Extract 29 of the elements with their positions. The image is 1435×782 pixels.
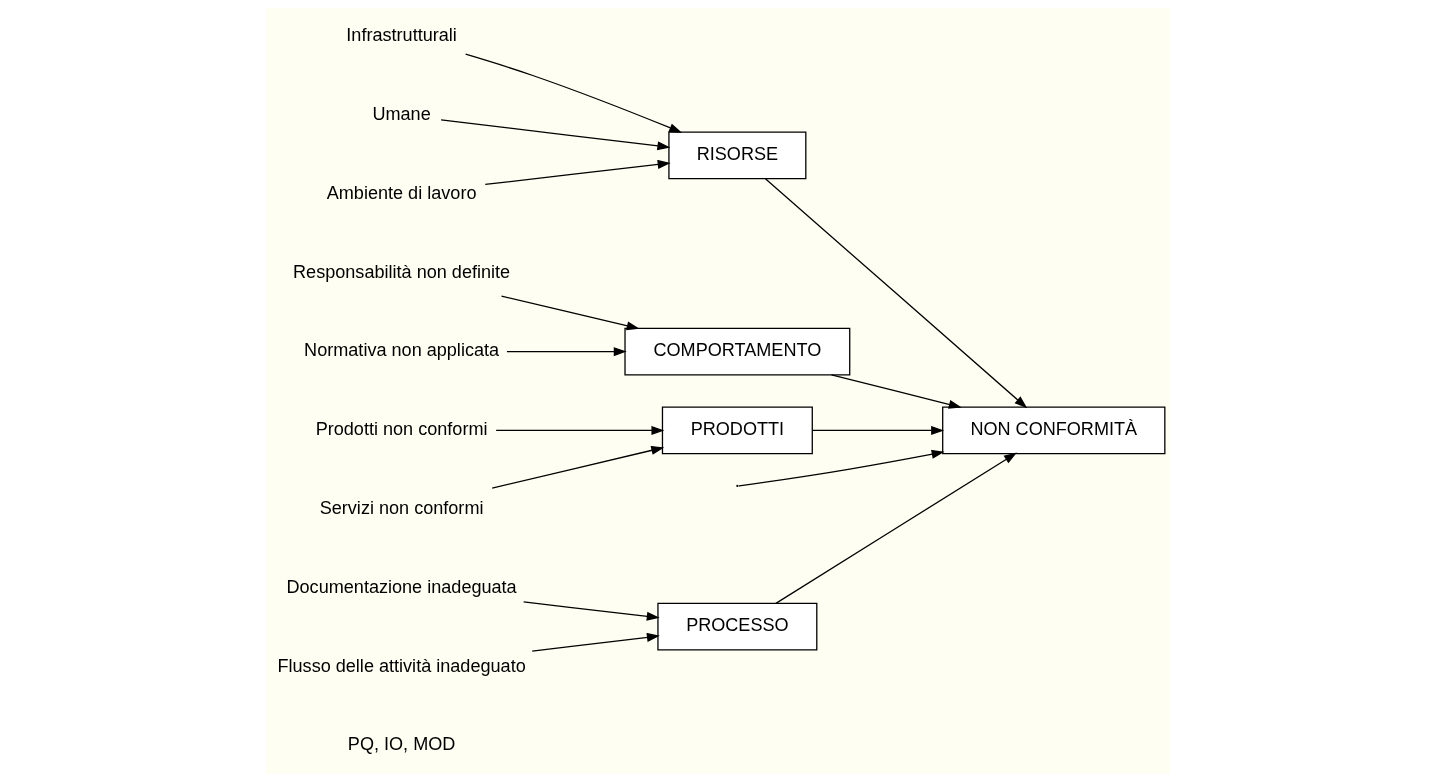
- arrow: [764, 178, 1027, 409]
- arrow: [505, 347, 627, 357]
- arrow: [495, 425, 664, 435]
- arrow: [491, 445, 664, 489]
- label: PQ, IO, MOD: [347, 734, 455, 755]
- node-box: PRODOTTI: [661, 406, 813, 455]
- arrow: [500, 295, 640, 331]
- node-text: Prodotti non conformi: [315, 419, 488, 440]
- node-box: COMPORTAMENTO: [623, 327, 850, 376]
- node-text: Flusso delle attività inadeguato: [276, 655, 526, 676]
- node-text: Umane: [371, 104, 431, 125]
- arrow: [811, 425, 944, 435]
- arrow: [774, 452, 1017, 605]
- node-text: Responsabilità non definite: [292, 261, 510, 282]
- node-text: Documentazione inadeguata: [286, 576, 517, 597]
- arrow: [531, 632, 660, 652]
- node-box: NON CONFORMITÀ: [941, 406, 1165, 455]
- arrow: [830, 374, 962, 409]
- arrow: [737, 449, 945, 487]
- arrow: [522, 601, 660, 621]
- node-text: Infrastrutturali: [345, 25, 457, 46]
- arrow: [484, 159, 671, 186]
- node-box: RISORSE: [667, 131, 806, 180]
- node-box: PROCESSO: [656, 602, 817, 651]
- node-text: Servizi non conformi: [319, 497, 483, 518]
- arrow: [439, 119, 670, 151]
- node-text: Normativa non applicata: [303, 340, 499, 361]
- arrow: [464, 53, 682, 133]
- node-text: Ambiente di lavoro: [326, 182, 476, 203]
